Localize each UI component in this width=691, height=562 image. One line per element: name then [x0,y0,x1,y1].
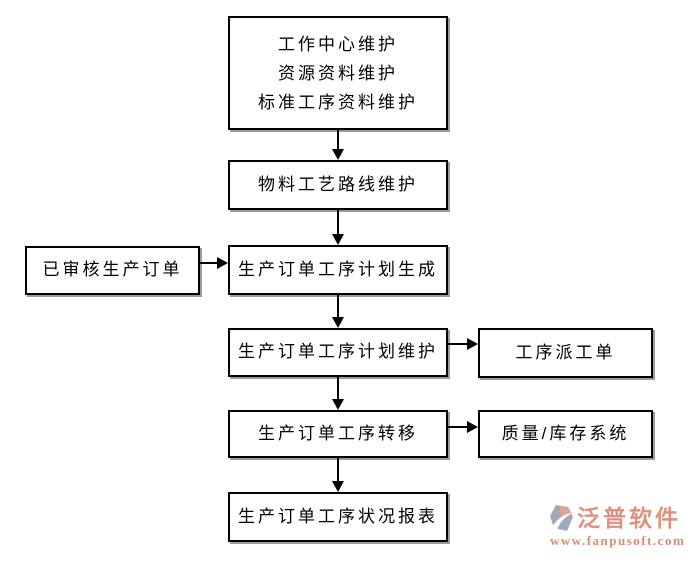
connector-line [448,343,468,345]
flow-node-label: 生产订单工序计划生成 [238,259,438,279]
flow-node-status-report: 生产订单工序状况报表 [228,492,448,542]
flow-node-label: 工序派工单 [515,342,616,362]
flow-node-label: 生产订单工序转移 [258,423,418,443]
flow-node-routing: 物料工艺路线维护 [228,160,448,210]
arrow-down-icon [332,234,344,245]
connector-line [337,377,339,400]
flow-node-line: 工作中心维护 [278,34,398,54]
arrow-right-icon [467,421,478,433]
flow-node-master-data: 工作中心维护 资源资料维护 标准工序资料维护 [228,16,448,130]
fanpu-logo: 泛普软件 www.fanpusoft.com [548,504,688,549]
flow-node-label: 生产订单工序状况报表 [238,506,438,526]
arrow-down-icon [332,399,344,410]
arrow-right-icon [467,338,478,350]
flow-node-label: 物料工艺路线维护 [258,174,418,194]
connector-line [337,458,339,482]
arrow-down-icon [332,149,344,160]
connector-line [337,130,339,150]
flow-node-line: 标准工序资料维护 [258,92,418,112]
connector-line [448,426,468,428]
fanpu-logo-text: 泛普软件 [577,505,681,531]
flow-node-quality-inventory: 质量/库存系统 [478,410,653,458]
flow-node-label: 已审核生产订单 [42,260,183,280]
arrow-right-icon [217,257,228,269]
flow-node-plan-maintain: 生产订单工序计划维护 [228,328,448,377]
flow-node-dispatch-ticket: 工序派工单 [478,328,653,378]
flow-node-line: 资源资料维护 [278,63,398,83]
flow-node-transfer: 生产订单工序转移 [228,410,448,458]
flow-node-label: 生产订单工序计划维护 [238,342,438,362]
flow-node-approved-order: 已审核生产订单 [25,246,200,295]
flow-node-label: 质量/库存系统 [501,423,630,443]
connector-line [337,210,339,235]
connector-line [337,295,339,318]
fanpu-logo-url: www.fanpusoft.com [550,533,686,548]
arrow-down-icon [332,317,344,328]
connector-line [200,262,218,264]
arrow-down-icon [332,481,344,492]
flow-node-plan-generate: 生产订单工序计划生成 [228,245,448,295]
fanpu-logo-icon [548,504,575,533]
